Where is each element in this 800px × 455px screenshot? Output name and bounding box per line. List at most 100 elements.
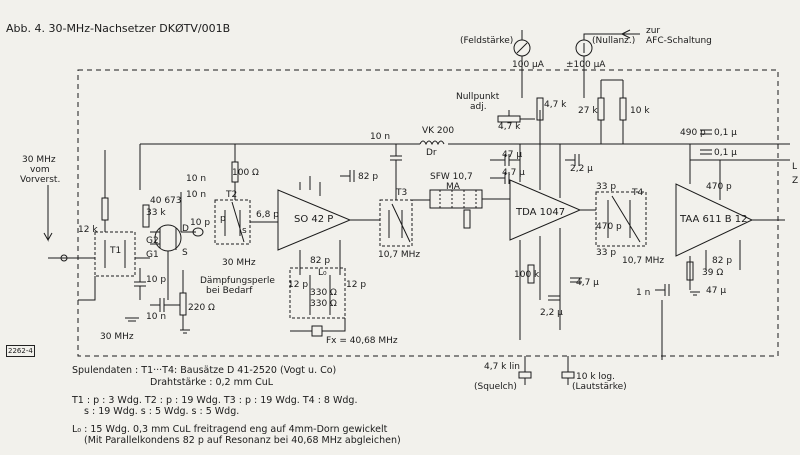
nullpunkt-label-1: Nullpunkt	[456, 92, 500, 102]
cap-10n-mid	[390, 144, 402, 200]
cap-1n	[655, 284, 670, 296]
cap-10n-bottom	[150, 298, 180, 312]
cap-10p-a: 10 p	[146, 275, 167, 285]
bead-label-2: bei Bedarf	[206, 286, 253, 296]
meter2-label: (Nullanz.)	[592, 36, 636, 46]
part-vk200: VK 200	[422, 126, 455, 136]
supply-rail	[139, 143, 790, 190]
pot-squelch	[518, 371, 532, 379]
mixer-so42p	[277, 189, 352, 251]
ic-taa611b12	[675, 183, 754, 257]
resistor-39ohm	[686, 261, 694, 281]
cap-82p-c: 82 p	[712, 256, 733, 266]
pot-volume	[561, 371, 575, 379]
cap-1n: 1 n	[636, 288, 651, 298]
transformer-t4-box	[595, 191, 647, 247]
cap-4-7u-bottom	[570, 277, 582, 283]
cap-4-7u-b: 4,7 µ	[576, 278, 599, 288]
crystal-40-68mhz	[311, 325, 323, 337]
part-sfw: SFW 10,7	[430, 172, 473, 182]
cap-10n-c: 10 n	[370, 132, 391, 142]
label-t3: T3	[396, 188, 408, 198]
cap-0-1u-b	[700, 149, 712, 155]
input-connector	[60, 254, 68, 262]
ferrite-bead	[192, 227, 204, 237]
diagram-title: Abb. 4. 30-MHz-Nachsetzer DKØTV/001B	[6, 22, 231, 35]
resistor-4-7k-top	[536, 97, 544, 121]
meter1-label: (Feldstärke)	[460, 36, 514, 46]
cap-0-1u-a	[700, 129, 712, 135]
housing-outline	[77, 69, 779, 357]
cap-82p-b: 82 p	[310, 256, 331, 266]
notes-line-1: Spulendaten : T1···T4: Bausätze D 41-252…	[72, 365, 337, 376]
bead-label-1: Dämpfungsperle	[200, 276, 275, 286]
freq-t3: 10,7 MHz	[378, 250, 421, 260]
cap-10p-b: 10 p	[190, 218, 211, 228]
ic-tda1047	[509, 179, 582, 241]
cap-470p-b: 470 p	[706, 182, 732, 192]
afc-label-2: AFC-Schaltung	[646, 36, 712, 46]
output-l: L	[792, 162, 798, 172]
part-tda1047: TDA 1047	[516, 207, 566, 218]
cap-33p-a: 33 p	[596, 182, 617, 192]
part-40673: 40 673	[150, 196, 182, 206]
part-ma: MA	[446, 182, 460, 192]
pin-g1: G1	[146, 250, 159, 260]
oscillator-block	[289, 267, 346, 319]
notes-line-4: s : 19 Wdg. s : 5 Wdg. s : 5 Wdg.	[84, 406, 240, 417]
cap-12p-a: 12 p	[288, 280, 309, 290]
choke-vk200	[419, 140, 445, 146]
freq-t4: 10,7 MHz	[622, 256, 665, 266]
volume-label: (Lautstärke)	[572, 382, 627, 392]
notes-line-5: L₀ : 15 Wdg. 0,3 mm CuL freitragend eng …	[72, 424, 388, 435]
cap-2-2u-top	[565, 154, 580, 166]
pin-g2: G2	[146, 236, 159, 246]
resistor-10k	[619, 97, 627, 121]
cap-47u	[490, 154, 520, 166]
output-z: Z	[792, 176, 799, 186]
resistor-27k	[597, 97, 605, 121]
res-39ohm: 39 Ω	[702, 268, 724, 278]
pin-s: S	[182, 248, 188, 258]
cap-2-2u-b: 2,2 µ	[540, 308, 563, 318]
label-t1: T1	[110, 246, 122, 256]
freq-t2: 30 MHz	[222, 258, 256, 268]
cap-4-7u	[490, 172, 510, 184]
resistor-100k	[527, 264, 535, 284]
resistor-330ohm-filter	[463, 209, 471, 229]
nullpunkt-label-2: adj.	[470, 102, 487, 112]
input-arrow	[43, 185, 53, 242]
label-t2: T2	[226, 190, 238, 200]
transformer-t1-coils	[104, 240, 126, 268]
cap-0-1u-b: 0,1 µ	[714, 148, 737, 158]
res-330ohm-b: 330 Ω	[310, 299, 337, 309]
meter1-value: 100 µA	[512, 60, 544, 70]
cap-2-2u-bottom	[548, 295, 560, 301]
cap-82p-top	[340, 170, 355, 182]
afc-label-1: zur	[646, 26, 661, 36]
notes-line-6: (Mit Parallelkondens 82 p auf Resonanz b…	[84, 435, 401, 446]
notes-line-2: Drahtstärke : 0,2 mm CuL	[150, 377, 274, 388]
cap-6-8p: 6,8 p	[256, 210, 279, 220]
resistor-33k	[142, 204, 150, 228]
cap-10n-d: 10 n	[186, 190, 207, 200]
res-220ohm: 220 Ω	[188, 303, 215, 313]
transformer-t1-box	[94, 231, 136, 277]
res-330ohm-a: 330 Ω	[310, 288, 337, 298]
resistor-12k	[101, 197, 109, 221]
cap-0-1u-a: 0,1 µ	[714, 128, 737, 138]
drawing-code: 2262-4	[6, 345, 35, 357]
label-t4: T4	[632, 188, 644, 198]
resistor-220ohm	[179, 292, 187, 316]
input-label-2: vom	[30, 165, 50, 175]
part-crystal: Fx = 40,68 MHz	[326, 336, 398, 346]
res-10k: 10 k	[630, 106, 650, 116]
cap-470p-a: 470 p	[596, 222, 622, 232]
meter2-value: ±100 µA	[566, 60, 606, 70]
cap-10n-a: 10 n	[186, 174, 207, 184]
part-l0: L₀	[318, 268, 327, 278]
cap-10p-left	[134, 268, 146, 300]
res-100ohm: 100 Ω	[232, 168, 259, 178]
